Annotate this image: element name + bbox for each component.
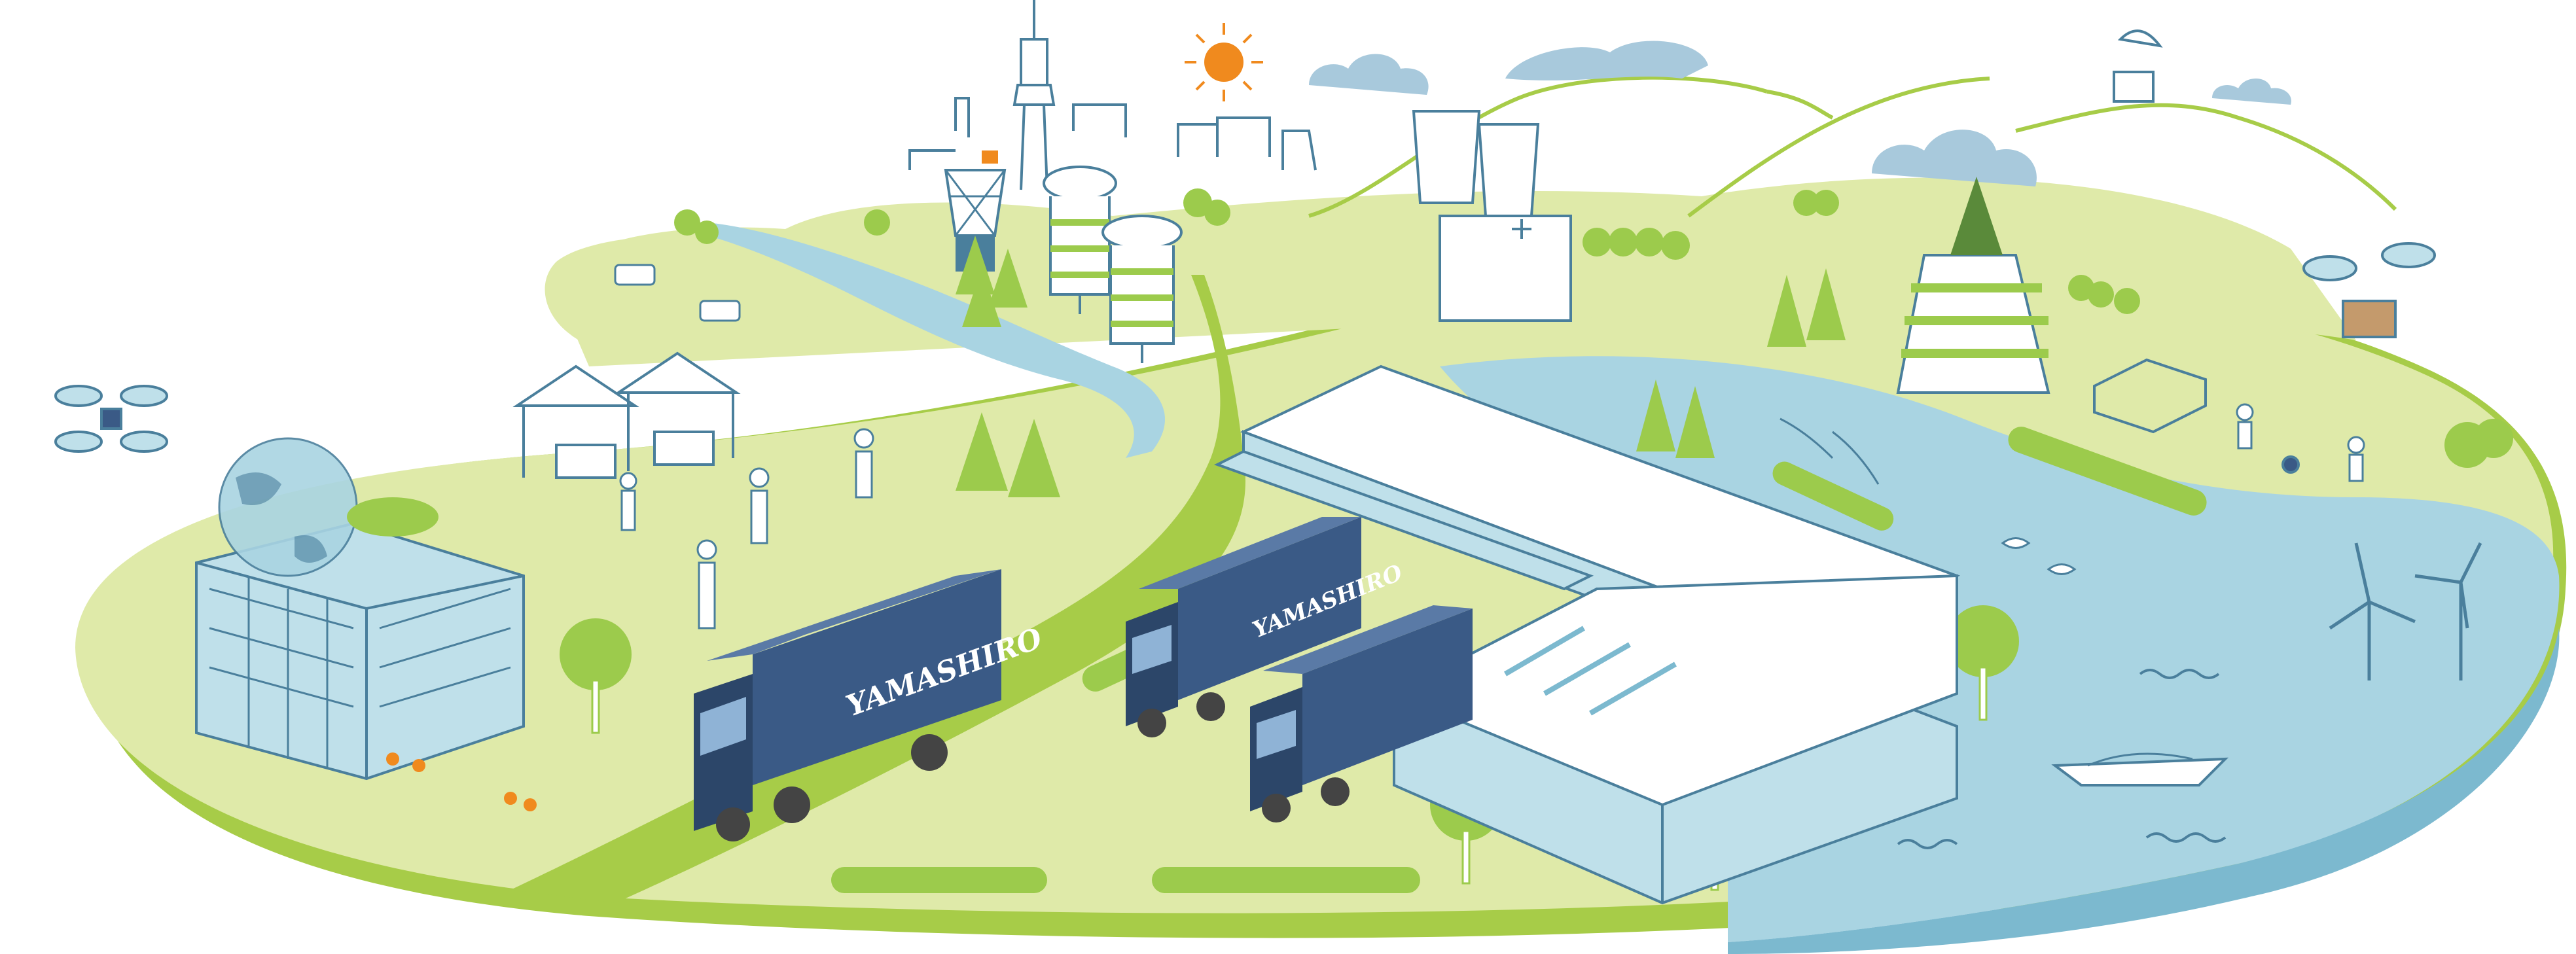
city-skyline xyxy=(908,97,1317,171)
drone-icon xyxy=(2302,242,2436,338)
truck-middle: YAMASHIRO xyxy=(1126,517,1406,737)
warehouse xyxy=(1213,364,1960,905)
background-hills xyxy=(1308,75,2397,218)
lattice-tower xyxy=(944,150,1007,272)
people xyxy=(619,403,2365,629)
cow-icon xyxy=(614,264,741,322)
truck-front xyxy=(1250,605,1473,822)
green-building xyxy=(1896,177,2050,394)
vertical-farm-towers xyxy=(1043,166,1183,363)
market-stalls xyxy=(512,351,741,479)
cloud-icon xyxy=(1309,41,2291,186)
hedges xyxy=(831,427,2207,893)
sun-icon xyxy=(1185,23,1263,101)
soccer-goal xyxy=(2093,358,2300,474)
power-plant xyxy=(1412,110,1572,322)
truck-main: YAMASHIRO xyxy=(694,569,1046,841)
tv-tower xyxy=(1012,0,1056,190)
fish-icon xyxy=(2001,537,2077,575)
satellite-dish-icon xyxy=(2113,29,2163,103)
office-building xyxy=(195,437,525,781)
flowers xyxy=(386,752,537,811)
drone-icon xyxy=(54,385,168,453)
wind-turbine-icon xyxy=(2329,542,2482,680)
boat-icon xyxy=(2051,752,2229,786)
green-road xyxy=(510,275,1245,903)
